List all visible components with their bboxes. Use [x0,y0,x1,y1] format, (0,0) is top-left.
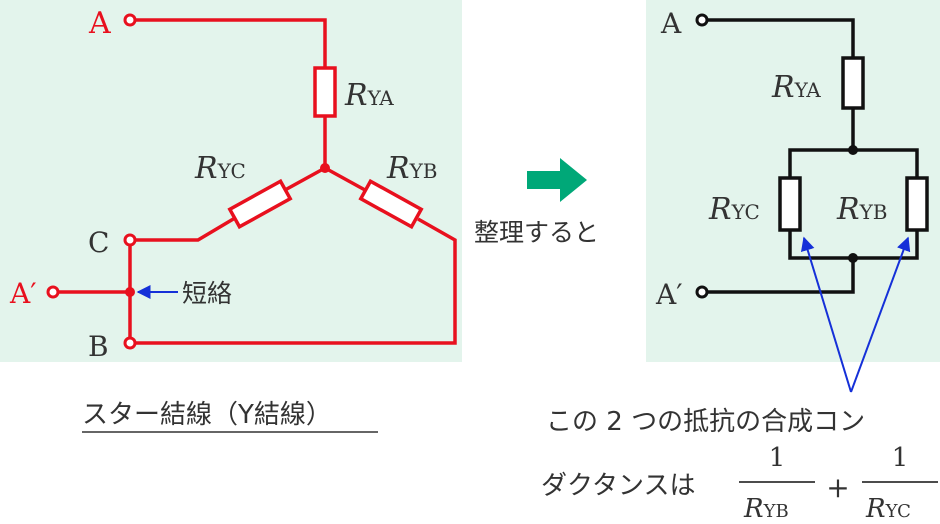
fraction-yc-denominator: RYC [865,494,911,524]
label-c: C [88,226,109,259]
fraction-yc: 1 RYC [862,443,938,524]
left-panel [0,0,462,362]
resistor-r-ya [841,56,865,110]
short-node [125,287,135,297]
label-a-prime: A′ [9,277,37,310]
resistor-r-yc [778,176,802,232]
label-rearrange: 整理すると [474,218,599,247]
resistor-r-yb [905,176,929,232]
wire-center-yb [324,166,366,192]
node-r-bottom [848,253,858,263]
note-line2: ダクタンスは [541,471,695,501]
label-r-yc: RYC [194,151,246,186]
fraction-yb-numerator: 1 [769,443,786,473]
terminal-a-prime [46,285,60,299]
label-r-terminal-a: A [660,7,682,40]
label-r2-yb: RYB [836,192,888,227]
terminal-c [123,233,137,247]
terminal-b [123,336,137,350]
right-arrow-icon [527,158,587,202]
fraction-yb: 1 RYB [739,443,815,524]
plus-sign: + [826,471,849,504]
caption-star: スター結線（Y結線） [82,400,332,430]
label-r2-yc: RYC [708,192,760,227]
label-r-terminal-a-prime: A′ [655,278,683,311]
fraction-yc-numerator: 1 [892,443,909,473]
resistor-ya [313,66,337,118]
node-r-top [848,145,858,155]
label-b: B [88,330,109,363]
label-a: A [88,6,111,41]
resistor-yc [227,178,293,230]
label-short: 短絡 [182,279,232,308]
wire-center-yc [284,166,326,192]
terminal-r-a [695,13,709,27]
note-line1: この 2 つの抵抗の合成コン [546,407,865,437]
terminal-a [123,13,137,27]
label-r2-ya: RYA [771,70,821,105]
label-r-ya: RYA [344,78,394,113]
resistor-yb [358,178,424,230]
pointer-arrow-yb [850,236,911,393]
label-r-yb: RYB [386,151,438,186]
pointer-arrow-yc [800,236,852,393]
wire-a [136,18,327,68]
star-center-node [320,163,330,173]
wire-yb-b [136,217,457,345]
fraction-yb-denominator: RYB [743,494,789,524]
wire-yc-c [136,216,236,242]
terminal-r-a-prime [695,285,709,299]
wire-r-a-prime [708,258,855,294]
wire-r-a [708,18,855,58]
